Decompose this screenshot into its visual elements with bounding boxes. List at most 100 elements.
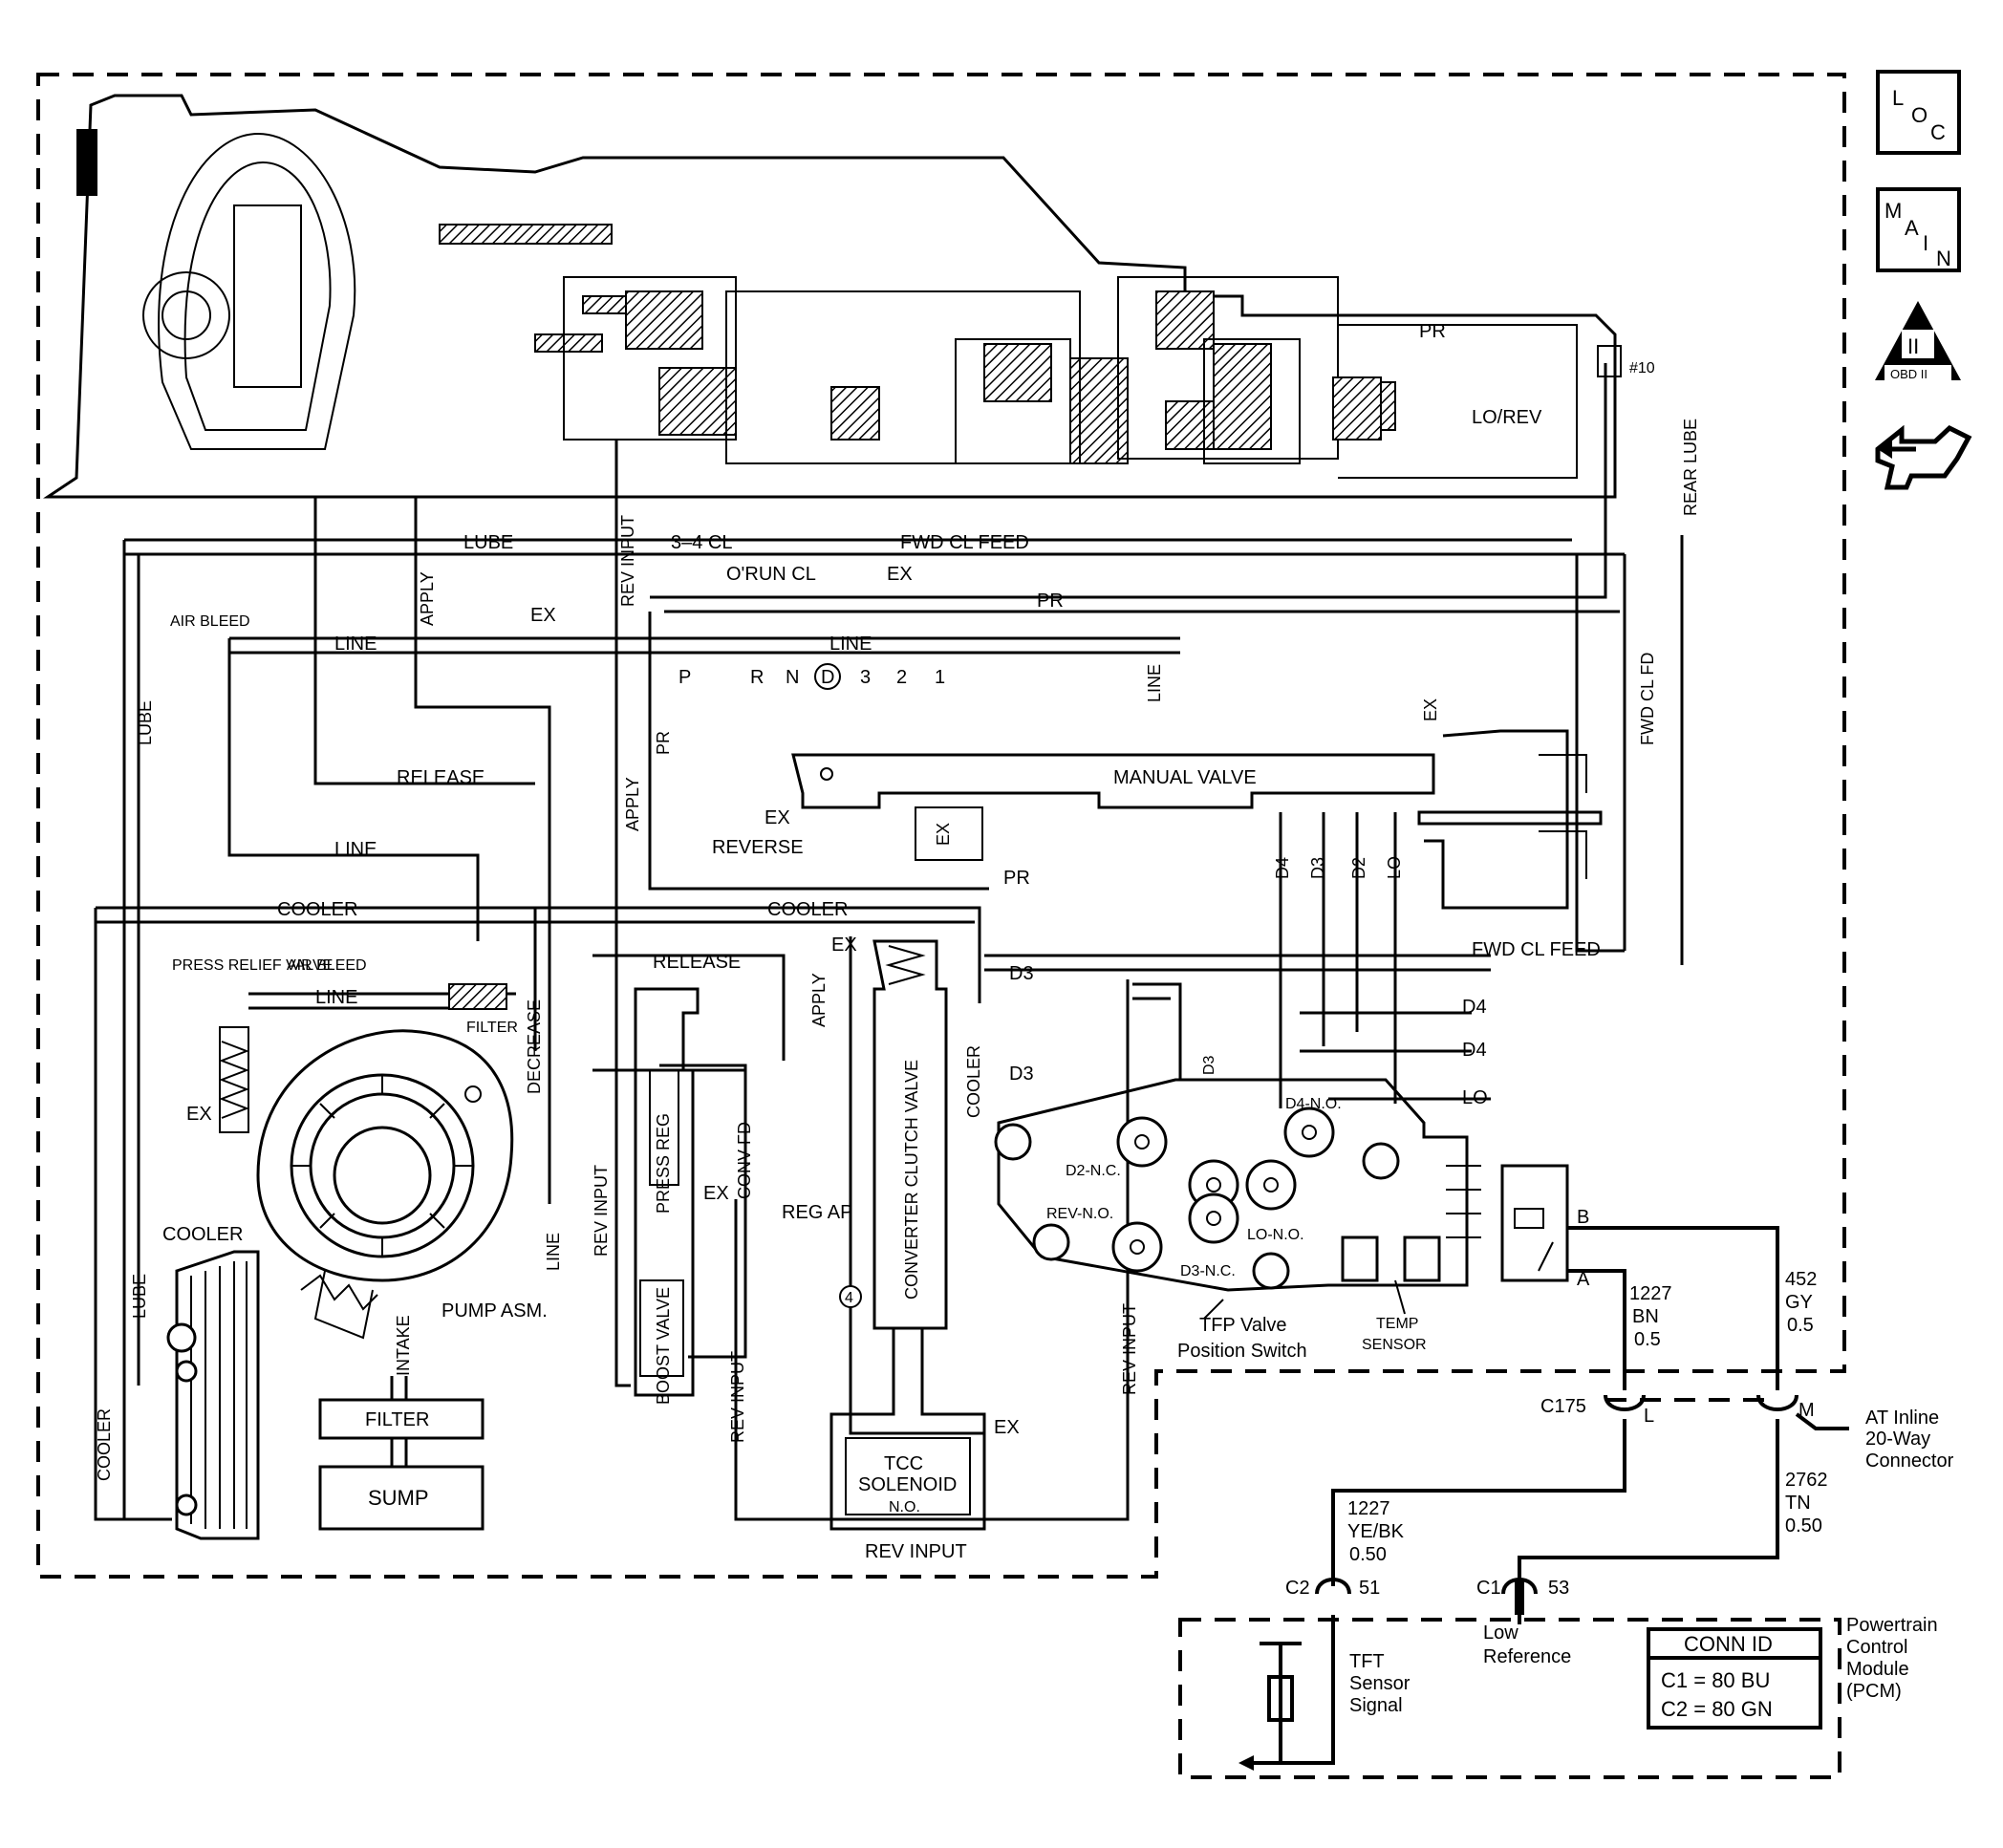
pcm-label-3: Module xyxy=(1846,1659,1909,1680)
gear-1: 1 xyxy=(935,667,945,688)
tcc-solenoid-label-2: SOLENOID xyxy=(858,1474,957,1495)
intake-label: INTAKE xyxy=(394,1315,413,1376)
ex-solenoid-label: EX xyxy=(994,1417,1020,1438)
pr-bottom-label: PR xyxy=(1003,868,1030,889)
d4-no-label: D4-N.O. xyxy=(1285,1096,1342,1112)
main-letter-n: N xyxy=(1936,247,1951,270)
low-reference-label-2: Reference xyxy=(1483,1646,1571,1667)
lube-vertical-2-label: LUBE xyxy=(130,1274,149,1319)
transmission-boundary xyxy=(36,73,1846,1579)
main-icon[interactable]: M A I N xyxy=(1876,187,1961,272)
d3-vertical-label: D3 xyxy=(1308,857,1327,879)
ex-left-label: EX xyxy=(186,1104,212,1125)
diagnostic-hand-icon[interactable] xyxy=(1875,424,1972,490)
wire-1227-color: BN xyxy=(1632,1306,1659,1327)
temp-sensor-label-1: TEMP xyxy=(1376,1316,1418,1332)
gear-n: N xyxy=(786,667,799,688)
pcm-label-2: Control xyxy=(1846,1637,1907,1658)
rev-input-vertical-label: REV INPUT xyxy=(618,515,637,607)
manual-valve-label: MANUAL VALVE xyxy=(1113,767,1257,788)
loc-letter-o: O xyxy=(1911,103,1928,127)
pressure-regulator-valve xyxy=(634,987,700,1397)
release-1-label: RELEASE xyxy=(397,767,485,788)
release-2-label: RELEASE xyxy=(653,952,741,973)
cooler-vertical-label: COOLER xyxy=(964,1045,983,1118)
decrease-label: DECREASE xyxy=(525,999,544,1094)
press-relief-spring xyxy=(219,1026,249,1133)
obd-ii-icon[interactable]: II OBD II xyxy=(1875,301,1961,381)
conn-id-c1: C1 = 80 BU xyxy=(1661,1668,1770,1692)
rev-input-vertical-4-label: REV INPUT xyxy=(1120,1303,1139,1395)
tcc-no-label: N.O. xyxy=(889,1499,920,1515)
cooler-2-label: COOLER xyxy=(767,899,848,920)
ex-right-label: EX xyxy=(1421,698,1440,721)
line-4-label: LINE xyxy=(315,987,357,1008)
filter-screen xyxy=(448,983,507,1010)
main-letter-i: I xyxy=(1923,231,1928,255)
d3-line-label: D3 xyxy=(1009,963,1034,984)
pr-top-label: PR xyxy=(1419,321,1446,342)
c2-pin-label: 51 xyxy=(1359,1578,1380,1599)
temp-pointer xyxy=(1394,1279,1406,1315)
circle-4-label: 4 xyxy=(845,1290,853,1306)
pr-mid-label: PR xyxy=(1037,591,1064,612)
d2-nc-label: D2-N.C. xyxy=(1066,1163,1121,1179)
lube-label: LUBE xyxy=(463,532,513,553)
loc-letter-c: C xyxy=(1930,120,1946,144)
tcc-solenoid xyxy=(829,1328,986,1531)
pcm-label-1: Powertrain xyxy=(1846,1615,1938,1636)
filter-small-label: FILTER xyxy=(466,1020,518,1036)
line-vertical-2-label: LINE xyxy=(544,1233,563,1271)
gear-p: P xyxy=(678,667,691,688)
wire-1227b-number: 1227 xyxy=(1347,1498,1390,1519)
d4-a-label: D4 xyxy=(1462,997,1487,1018)
ex-top-label: EX xyxy=(530,605,556,626)
lo-vertical-label: LO xyxy=(1385,856,1404,879)
pump-asm-label: PUMP ASM. xyxy=(442,1300,548,1322)
loc-letter-l: L xyxy=(1892,86,1904,110)
orun-ex-label: EX xyxy=(887,564,913,585)
obd-text: OBD II xyxy=(1890,367,1928,381)
main-letter-m: M xyxy=(1885,199,1902,223)
tcc-solenoid-label-1: TCC xyxy=(884,1453,923,1474)
wire-2762-color: TN xyxy=(1785,1493,1811,1514)
rev-input-vertical-3-label: REV INPUT xyxy=(728,1351,747,1443)
loc-icon[interactable]: L O C xyxy=(1876,70,1961,155)
tfp-pointer xyxy=(1203,1299,1224,1320)
tfp-valve-label-2: Position Switch xyxy=(1177,1341,1307,1362)
conn-id-table: CONN ID C1 = 80 BU C2 = 80 GN xyxy=(1647,1627,1822,1730)
wire-452-number: 452 xyxy=(1785,1269,1817,1290)
reverse-label: REVERSE xyxy=(712,837,804,858)
converter-clutch-valve xyxy=(872,939,948,1330)
reg-ap-label: REG AP xyxy=(782,1202,852,1223)
air-bleed-2-label: AIR BLEED xyxy=(287,957,367,974)
rev-input-vertical-2-label: REV INPUT xyxy=(592,1165,611,1257)
main-letter-a: A xyxy=(1905,216,1919,240)
d3-left-label: D3 xyxy=(1009,1064,1034,1085)
inline-connector-label-3: Connector xyxy=(1865,1450,1954,1472)
cooler-radiator xyxy=(166,1250,260,1540)
pcm-boundary xyxy=(1178,1618,1841,1779)
wire-2762-number: 2762 xyxy=(1785,1470,1828,1491)
lo-no-label: LO-N.O. xyxy=(1247,1227,1304,1243)
cooler-vertical-2-label: COOLER xyxy=(95,1408,114,1481)
lo-rev-label: LO/REV xyxy=(1472,407,1542,428)
converter-clutch-valve-label: CONVERTER CLUTCH VALVE xyxy=(902,1060,921,1300)
conn-id-title: CONN ID xyxy=(1684,1632,1773,1656)
line-3-label: LINE xyxy=(334,839,377,860)
c175-pin-l: L xyxy=(1644,1406,1654,1427)
pcm-label-4: (PCM) xyxy=(1846,1681,1902,1702)
ex-reverse-label: EX xyxy=(765,807,790,828)
ex-reg-label: EX xyxy=(703,1183,729,1204)
press-reg-label: PRESS REG xyxy=(654,1113,673,1214)
tfp-valve-position-switch xyxy=(994,1078,1569,1292)
sump-box xyxy=(318,1465,485,1531)
wire-452-gauge: 0.5 xyxy=(1787,1315,1814,1336)
check-ball-10-label: #10 xyxy=(1629,360,1655,376)
c1-pin-label: 53 xyxy=(1548,1578,1569,1599)
gear-2: 2 xyxy=(896,667,907,688)
boost-valve-label: BOOST VALVE xyxy=(654,1287,673,1405)
tft-label-3: Signal xyxy=(1349,1695,1403,1716)
gear-r: R xyxy=(750,667,764,688)
